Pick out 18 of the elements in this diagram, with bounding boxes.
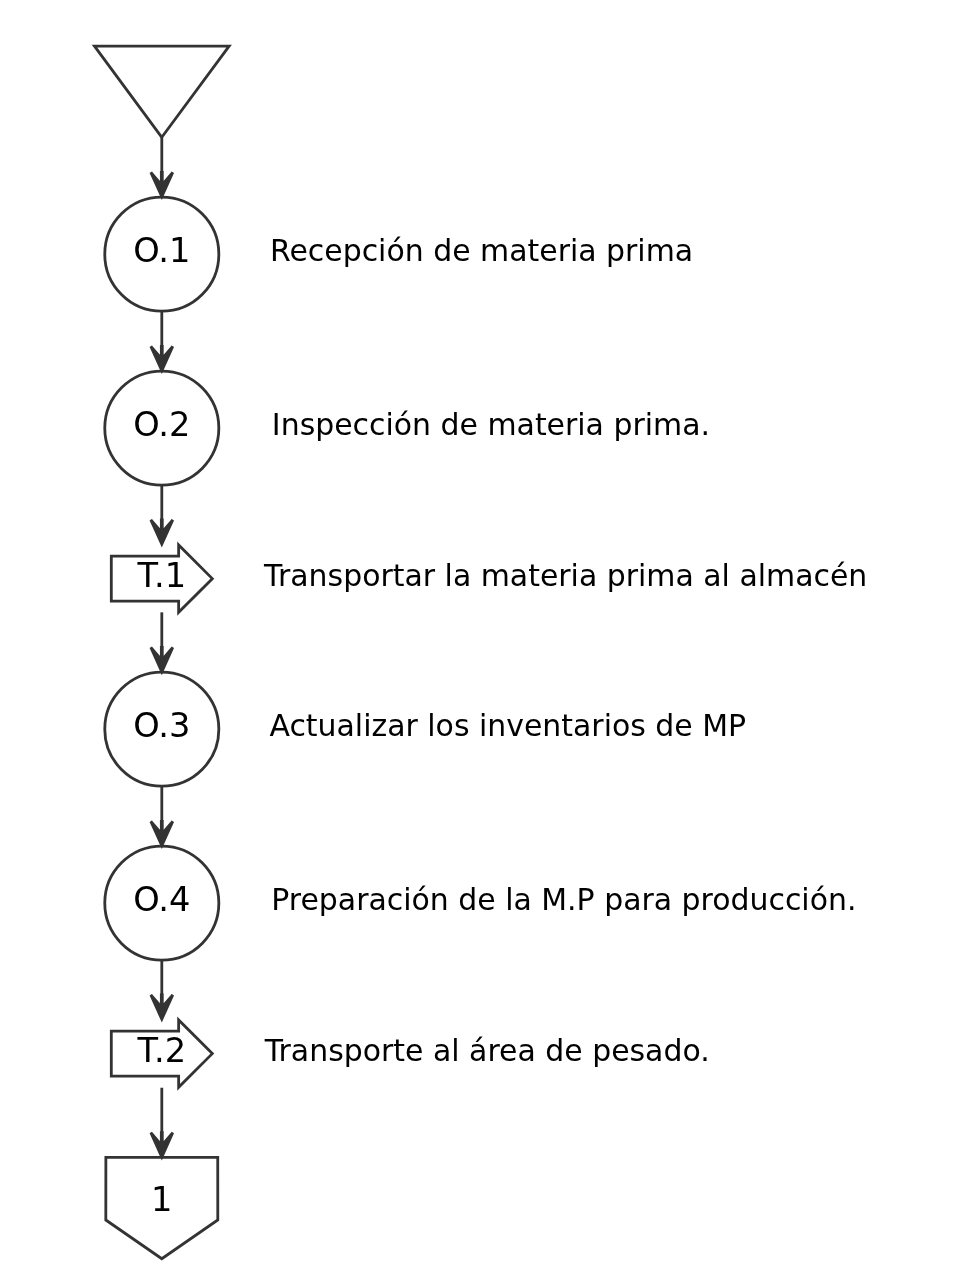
arrow	[148, 612, 174, 674]
node-circle: O.4	[102, 844, 220, 962]
arrow	[148, 1087, 174, 1159]
node-label: Inspección de materia prima.	[271, 407, 710, 443]
node-circle: O.1	[102, 195, 220, 313]
arrow	[148, 786, 174, 848]
arrow	[148, 137, 174, 199]
node-label: Recepción de materia prima	[269, 233, 693, 269]
arrow	[148, 960, 174, 1021]
node-circle: O.3	[102, 670, 220, 788]
node-label: Actualizar los inventarios de MP	[268, 708, 746, 744]
arrow	[148, 485, 174, 546]
node-circle: O.2	[102, 369, 220, 487]
node-triangle	[91, 44, 232, 140]
arrow	[148, 311, 174, 373]
node-label: Transportar la materia prima al almacén	[263, 557, 867, 593]
node-label: Preparación de la M.P para producción.	[270, 882, 856, 918]
node-label: Transporte al área de pesado.	[264, 1032, 710, 1068]
